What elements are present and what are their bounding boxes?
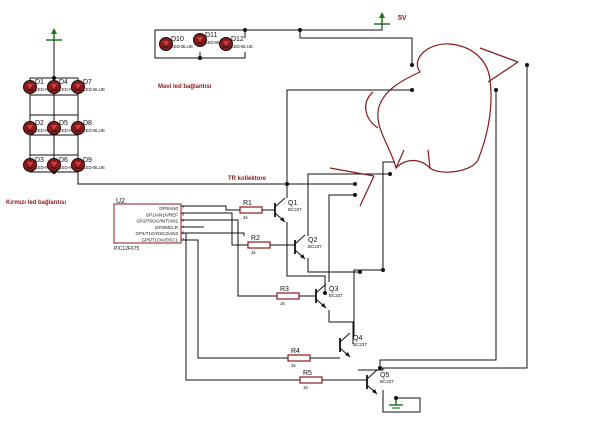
mcu-pin-number: 2 [182,237,185,242]
resistor-r1: R1 1k [239,200,263,220]
mcu-pin-number: 3 [182,230,185,235]
led-ref: D9 [83,157,92,164]
resistor-value: 1k [251,250,257,255]
blue-leds-note: Mavi led bağlantısı [158,84,212,90]
led-value: LED-BLUE [83,165,105,170]
transistor-part: BC237 [329,293,343,298]
led-value: LED-BLUE [205,40,227,45]
leds: D1LED-REDD2LED-REDD3LED-REDD4LED-REDD5LE… [23,32,253,172]
resistor-value: 1k [243,215,249,220]
resistor-ref: R4 [291,348,300,355]
led-ref: D2 [35,120,44,127]
transistor-ref: Q5 [380,372,389,379]
supply-5v: 5V [374,12,407,25]
led-ref: D4 [59,79,68,86]
mcu-pin-name: GP0/AN0 [159,206,179,211]
led-ref: D11 [205,32,217,39]
mcu-pin-name: GP3/MCLR [155,225,179,230]
resistor-ref: R3 [280,286,289,293]
led-value: LED-BLUE [231,44,253,49]
led-value: LED-BLUE [83,87,105,92]
led-ref: D10 [171,36,184,43]
transistor-ref: Q4 [353,335,362,342]
resistor-value: 1k [280,301,286,306]
led-ref: D12 [231,36,244,43]
junctions [52,28,529,400]
led-value: LED-BLUE [83,128,105,133]
transistor-part: BC237 [288,207,302,212]
mcu-pin-name: GP1/AN1/VREF [146,212,179,217]
mcu-pin-number: 7 [182,205,185,210]
transistor-ref: Q3 [329,286,338,293]
resistor-ref: R2 [251,235,260,242]
led-ref: D5 [59,120,68,127]
mcu-pin-number: 5 [182,218,185,223]
resistor-r2: R2 1k [247,235,271,255]
mcu-pin-name: GP5/T1CKI/OSC1 [141,238,178,243]
led-value: LED-RED [59,87,80,92]
mcu-part: PIC12F675 [114,246,140,252]
resistor-r3: R3 1k [276,286,300,306]
mcu-pin-name: GP4/T1G/OSC2/AN3 [135,231,178,236]
transistor-part: BC237 [308,244,322,249]
led-value: LED-RED [59,128,80,133]
led-value: LED-BLUE [171,44,193,49]
mcu-pin-name: GP2/T0CKI/INT/AN2 [136,219,178,224]
mcu-pin-number: 4 [182,224,185,229]
wires [29,24,528,413]
resistor-r4: R4 1k [287,348,311,368]
transistor-part: BC237 [380,379,394,384]
mcu-pin-number: 6 [182,211,185,216]
mcu-ref: U2 [116,198,125,205]
red-leds-note: Kırmızı led bağlantısı [6,200,66,206]
collector-note: TR kollektore [228,176,267,182]
transistor-ref: Q1 [288,200,297,207]
transistor-ref: Q2 [308,237,317,244]
led-ref: D7 [83,79,92,86]
led-value: LED-RED [35,165,56,170]
led-value: LED-RED [35,87,56,92]
led-ref: D6 [59,157,68,164]
resistor-value: 1k [303,385,309,390]
led-group-supply-arrow [46,28,62,41]
led-ref: D1 [35,79,44,86]
led-ref: D8 [83,120,92,127]
resistor-ref: R5 [303,370,312,377]
resistor-ref: R1 [243,200,252,207]
led-value: LED-RED [59,165,80,170]
resistor-r5: R5 1k [299,370,323,390]
led-shape-outline [329,43,519,207]
transistor-part: BC237 [353,342,367,347]
led-value: LED-RED [35,128,56,133]
supply-label: 5V [398,15,407,22]
led-ref: D3 [35,157,44,164]
resistor-value: 1k [291,363,297,368]
